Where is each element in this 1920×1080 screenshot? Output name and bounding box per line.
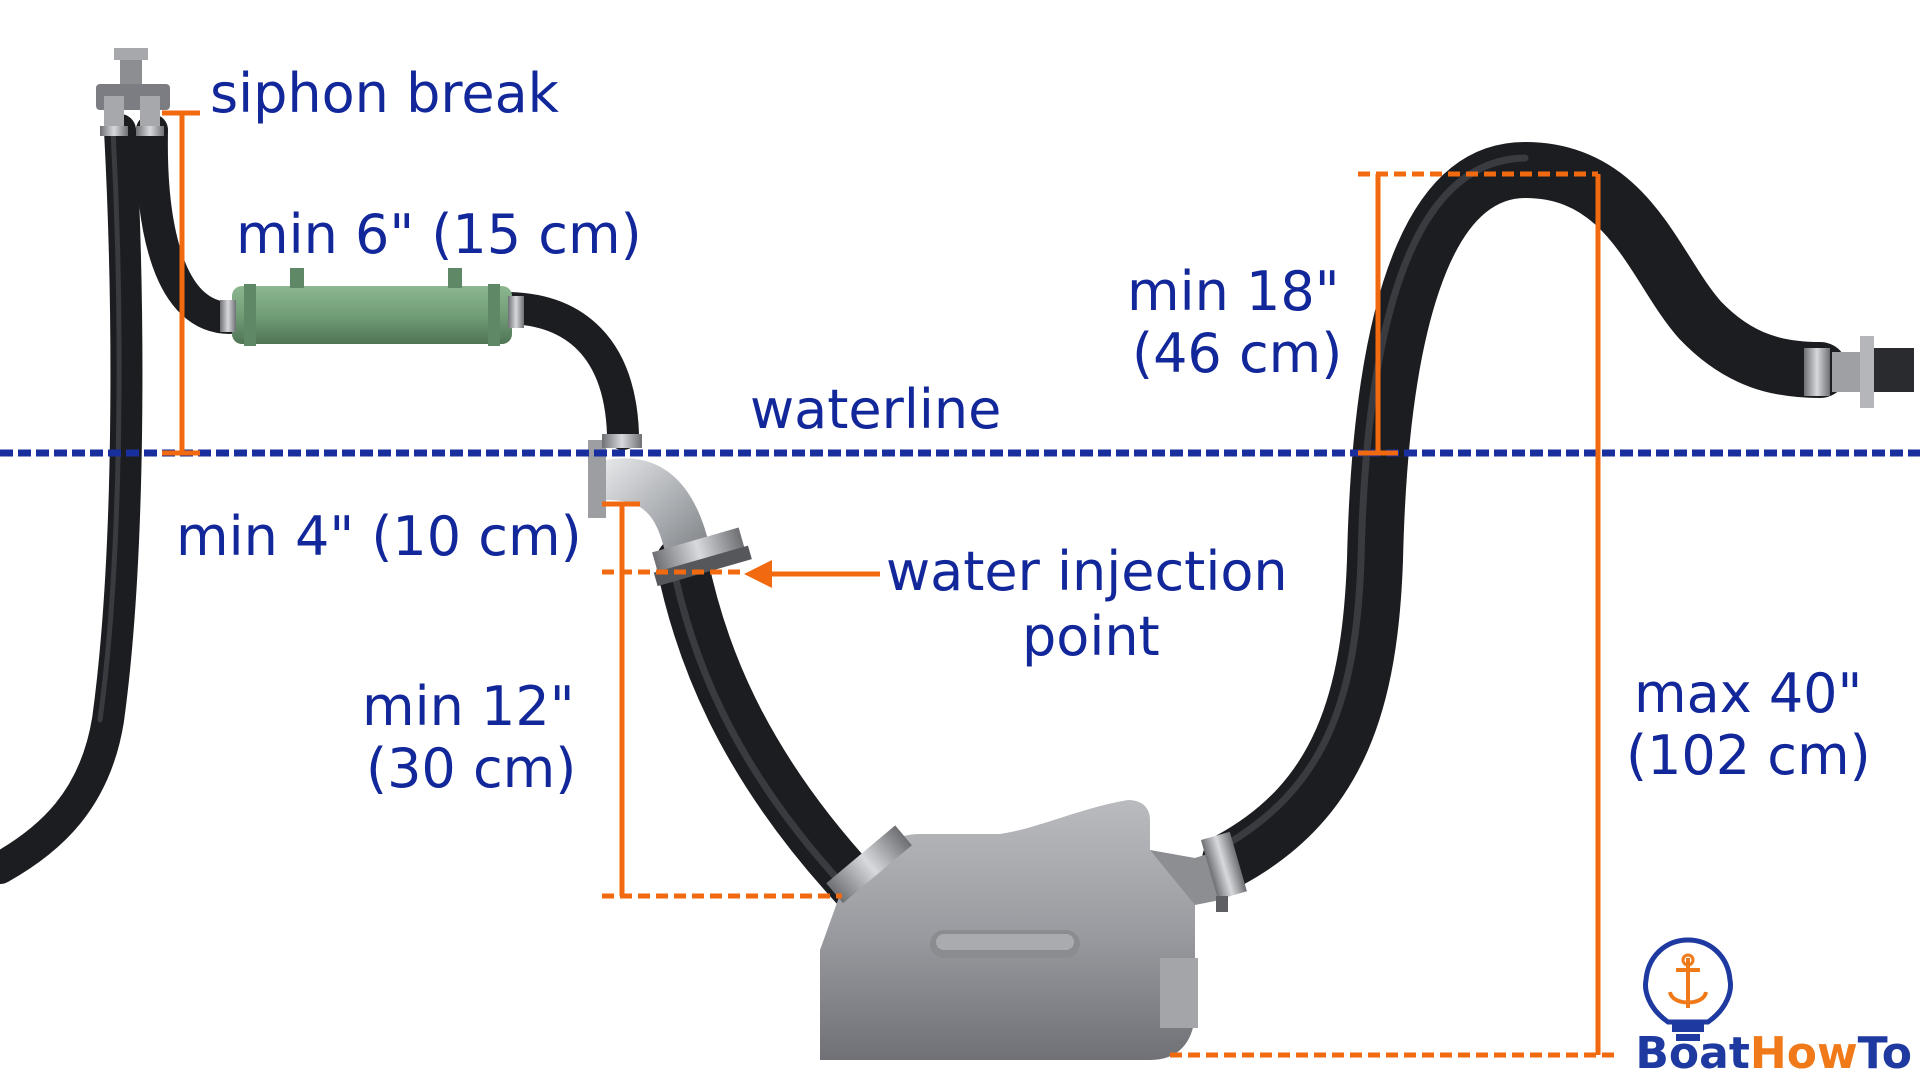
label-water-injection-line2: point — [1022, 605, 1160, 668]
hose-highlights — [97, 127, 1529, 889]
muffler — [820, 800, 1247, 1060]
label-max-40-line2: (102 cm) — [1626, 724, 1871, 787]
injection-hose — [656, 536, 881, 911]
siphon-hose — [135, 114, 246, 334]
heat-exchanger — [220, 268, 524, 346]
through-hull-fitting — [1804, 336, 1914, 408]
hoses — [0, 114, 1848, 911]
logo-text: BoatHowTo — [1635, 1028, 1912, 1079]
label-min-4: min 4" (10 cm) — [176, 505, 582, 568]
riser-hose — [1202, 141, 1848, 888]
label-max-40-line1: max 40" — [1634, 662, 1862, 725]
dimension-lines — [162, 110, 1618, 1058]
boathowto-logo: BoatHowTo — [1635, 937, 1912, 1079]
label-siphon-break: siphon break — [210, 62, 560, 125]
label-min-6: min 6" (15 cm) — [236, 203, 642, 266]
label-min-12-line1: min 12" — [362, 675, 575, 738]
label-waterline: waterline — [750, 378, 1001, 441]
label-min-18-line2: (46 cm) — [1132, 322, 1342, 385]
injection-arrowhead — [744, 560, 772, 588]
anchor-bulb-icon — [1643, 937, 1733, 1041]
siphon-break — [96, 48, 170, 136]
intake-hose — [0, 114, 143, 884]
label-min-12-line2: (30 cm) — [366, 737, 576, 800]
label-min-18-line1: min 18" — [1127, 260, 1340, 323]
hx-outlet-hose — [494, 292, 639, 450]
exhaust-elbow — [588, 434, 752, 587]
label-water-injection-line1: water injection — [886, 540, 1288, 603]
